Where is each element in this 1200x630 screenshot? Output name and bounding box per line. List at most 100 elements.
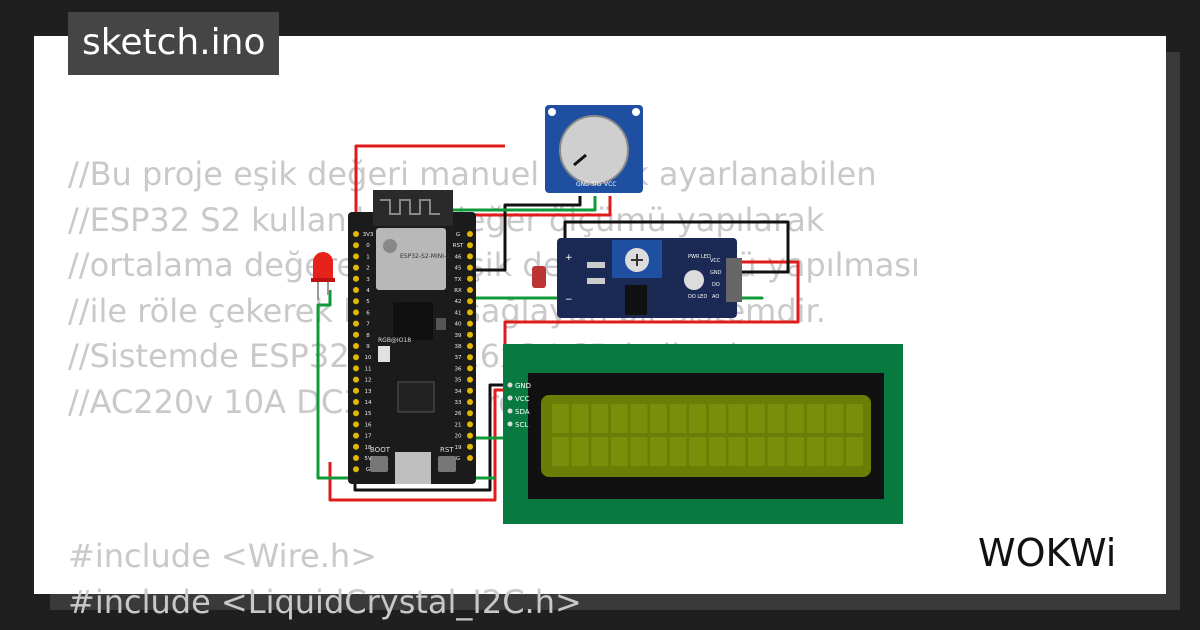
pin-19[interactable] <box>467 443 473 450</box>
pin-label: 34 <box>455 389 462 395</box>
pin-34[interactable] <box>467 387 473 394</box>
code-line: //ESP32 S2 kullanılarak değer ölçümü yap… <box>68 200 825 239</box>
pin-11[interactable] <box>353 365 359 372</box>
pin-label: 16 <box>365 422 372 428</box>
red-led[interactable] <box>311 252 335 300</box>
lcd-cell <box>748 404 765 433</box>
pin-g[interactable] <box>353 466 359 473</box>
pin-tx[interactable] <box>467 275 473 282</box>
pin-8[interactable] <box>353 331 359 338</box>
pin-label: 6 <box>366 310 370 316</box>
pin-label: 10 <box>365 355 372 361</box>
pin-33[interactable] <box>467 399 473 405</box>
pin-39[interactable] <box>467 331 473 338</box>
lcd-cell <box>669 404 687 433</box>
pin-label: 37 <box>455 355 462 361</box>
lcd-cell <box>787 437 805 466</box>
wire-red-bottom <box>328 388 505 502</box>
lcd-cell <box>708 404 726 433</box>
pin-10[interactable] <box>353 354 359 361</box>
pin-21[interactable] <box>467 421 473 428</box>
pin-label: 2 <box>366 266 370 272</box>
lcd-cell <box>689 437 707 466</box>
lcd-cell <box>669 437 687 466</box>
pin-15[interactable] <box>353 410 359 417</box>
lcd-cell <box>610 437 628 466</box>
pin-label: 33 <box>455 400 462 406</box>
pin-1[interactable] <box>353 253 359 260</box>
pin-14[interactable] <box>353 399 359 405</box>
pin-label: 21 <box>455 422 462 428</box>
pin-36[interactable] <box>467 365 473 372</box>
pwr-led-label: PWR LED <box>688 254 711 260</box>
pin-26[interactable] <box>467 410 473 417</box>
pin-35[interactable] <box>467 376 473 383</box>
lcd-cell <box>650 437 667 466</box>
pot-pin-label: SIG <box>591 181 602 188</box>
pin-12[interactable] <box>353 376 359 383</box>
code-line: #include <Wire.h> <box>68 537 377 575</box>
pin-7[interactable] <box>353 320 359 327</box>
lcd-cell <box>748 437 765 466</box>
pin-label: 3V3 <box>363 232 374 238</box>
lcd-cell <box>650 404 667 433</box>
pin-g[interactable] <box>467 231 473 237</box>
pin-label: 40 <box>455 322 462 328</box>
pin-label: 3 <box>366 277 370 283</box>
pin-label: 5 <box>366 299 370 305</box>
pin-g[interactable] <box>467 455 473 461</box>
pin-3v3[interactable] <box>353 231 359 237</box>
rst-label: RST <box>440 446 454 454</box>
lcd-cell <box>630 437 648 466</box>
esp32-s2-board[interactable]: ESP32-S2-MINI-1 RGB@IO18 BOOT RST 3V3012… <box>348 190 476 484</box>
pin-13[interactable] <box>353 387 359 394</box>
rst-button[interactable] <box>438 456 456 472</box>
pin-label: RX <box>454 288 462 294</box>
pin-label: G <box>456 456 460 462</box>
potentiometer[interactable]: GND SIG VCC <box>545 105 643 193</box>
lcd-char-cells <box>552 404 863 466</box>
pin-17[interactable] <box>353 432 359 439</box>
pin-16[interactable] <box>353 421 359 428</box>
pin-rst[interactable] <box>467 242 473 249</box>
pin-label: 19 <box>455 445 462 451</box>
pin-label: 38 <box>455 344 462 350</box>
pot-pin-label: VCC <box>604 181 616 188</box>
pin-4[interactable] <box>353 287 359 293</box>
pin-18[interactable] <box>353 443 359 450</box>
pin-40[interactable] <box>467 320 473 327</box>
pin-45[interactable] <box>467 264 473 271</box>
pin-label: 7 <box>366 322 370 328</box>
wire-black-gnd <box>470 196 582 272</box>
pin-46[interactable] <box>467 253 473 260</box>
boot-button[interactable] <box>370 456 388 472</box>
pin-label: 42 <box>455 299 462 305</box>
pin-38[interactable] <box>467 343 473 349</box>
sensor-pin-label: VCC <box>710 258 721 264</box>
lcd-cell <box>552 437 569 466</box>
pin-label: 41 <box>455 310 462 316</box>
pin-2[interactable] <box>353 264 359 271</box>
sensor-module[interactable]: + − PWR LED DO LED VCC GND DO AO <box>532 238 742 318</box>
lcd-cell <box>728 437 746 466</box>
pin-37[interactable] <box>467 354 473 361</box>
pin-9[interactable] <box>353 343 359 349</box>
pin-5v[interactable] <box>353 455 359 461</box>
pin-0[interactable] <box>353 242 359 249</box>
pin-6[interactable] <box>353 309 359 316</box>
lcd-cell <box>806 437 824 466</box>
pin-label: 46 <box>455 254 462 260</box>
pin-42[interactable] <box>467 298 473 305</box>
pin-20[interactable] <box>467 432 473 439</box>
pin-rx[interactable] <box>467 287 473 293</box>
usb-port <box>395 452 431 484</box>
pin-label: 36 <box>455 366 462 372</box>
pin-label: 45 <box>455 266 462 272</box>
lcd-cell <box>767 404 785 433</box>
code-include-block: #include <Wire.h>#include <LiquidCrystal… <box>68 534 582 625</box>
pin-41[interactable] <box>467 309 473 316</box>
lcd-16x2[interactable]: GND VCC SDA SCL <box>503 344 903 524</box>
pin-5[interactable] <box>353 298 359 305</box>
pin-3[interactable] <box>353 275 359 282</box>
